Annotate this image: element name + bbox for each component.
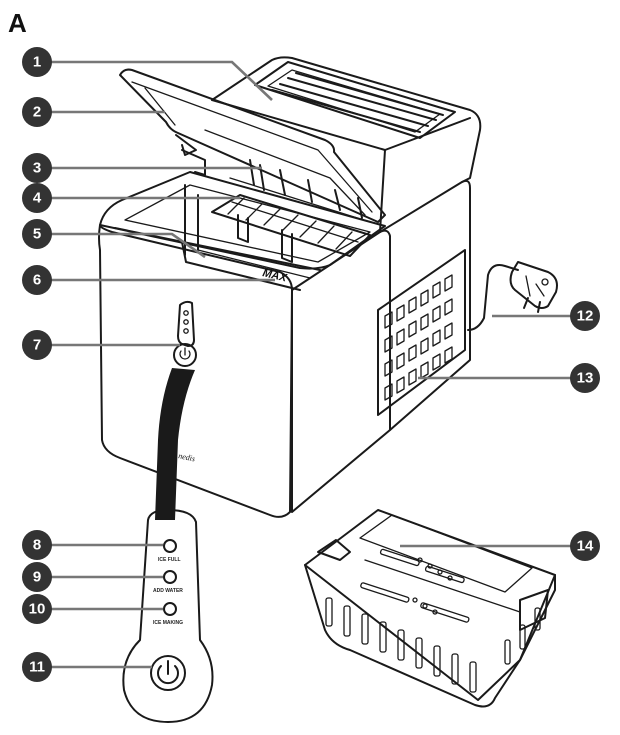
figure-label: A: [8, 8, 27, 38]
svg-text:5: 5: [33, 226, 41, 243]
callout-7: 7: [22, 330, 52, 360]
power-plug-icon: [509, 261, 558, 309]
svg-text:9: 9: [33, 569, 41, 586]
control-panel-detail: ICE FULL ADD WATER ICE MAKING: [122, 509, 214, 723]
ice-full-indicator: [163, 539, 177, 553]
ice-maker-body: MAX nedis: [98, 56, 482, 518]
svg-text:11: 11: [29, 659, 45, 676]
top-vent-slots: [271, 72, 444, 133]
svg-text:6: 6: [33, 272, 41, 289]
basket-slots: [325, 597, 541, 693]
zoom-connector: [155, 368, 195, 520]
callout-6: 6: [22, 265, 52, 295]
svg-text:7: 7: [33, 337, 41, 354]
ice-basket: [304, 509, 556, 708]
svg-text:8: 8: [33, 537, 41, 554]
ice-making-indicator: [163, 602, 177, 616]
callout-4: 4: [22, 183, 52, 213]
callout-13: 13: [570, 363, 600, 393]
body-control-panel: [173, 300, 197, 367]
svg-text:14: 14: [577, 538, 594, 555]
ice-full-label: ICE FULL: [158, 557, 181, 563]
ice-making-label: ICE MAKING: [153, 620, 183, 626]
callout-14: 14: [570, 531, 600, 561]
callout-9: 9: [22, 562, 52, 592]
power-cord: [467, 261, 558, 331]
svg-text:4: 4: [33, 190, 42, 207]
power-icon: [157, 665, 179, 685]
power-button[interactable]: [150, 655, 186, 691]
callout-leaders: [50, 60, 572, 669]
callout-1: 1: [22, 47, 52, 77]
callout-12: 12: [570, 301, 600, 331]
svg-text:1: 1: [33, 54, 41, 71]
add-water-led-icon: [183, 319, 189, 325]
callout-8: 8: [22, 530, 52, 560]
ice-making-led-icon: [183, 328, 189, 334]
body-power-button[interactable]: [173, 343, 197, 367]
svg-text:3: 3: [33, 160, 41, 177]
svg-text:10: 10: [29, 601, 46, 618]
ice-shovel: [211, 194, 371, 263]
callout-11: 11: [22, 652, 52, 682]
callout-10: 10: [22, 594, 52, 624]
brand-logo: nedis: [178, 451, 196, 463]
ice-full-led-icon: [183, 310, 189, 316]
callout-3: 3: [22, 153, 52, 183]
svg-text:2: 2: [33, 104, 41, 121]
svg-text:12: 12: [577, 308, 594, 325]
callout-2: 2: [22, 97, 52, 127]
add-water-label: ADD WATER: [153, 588, 183, 594]
callout-5: 5: [22, 219, 52, 249]
add-water-indicator: [163, 570, 177, 584]
side-air-vent: [377, 249, 466, 416]
svg-text:13: 13: [577, 370, 594, 387]
